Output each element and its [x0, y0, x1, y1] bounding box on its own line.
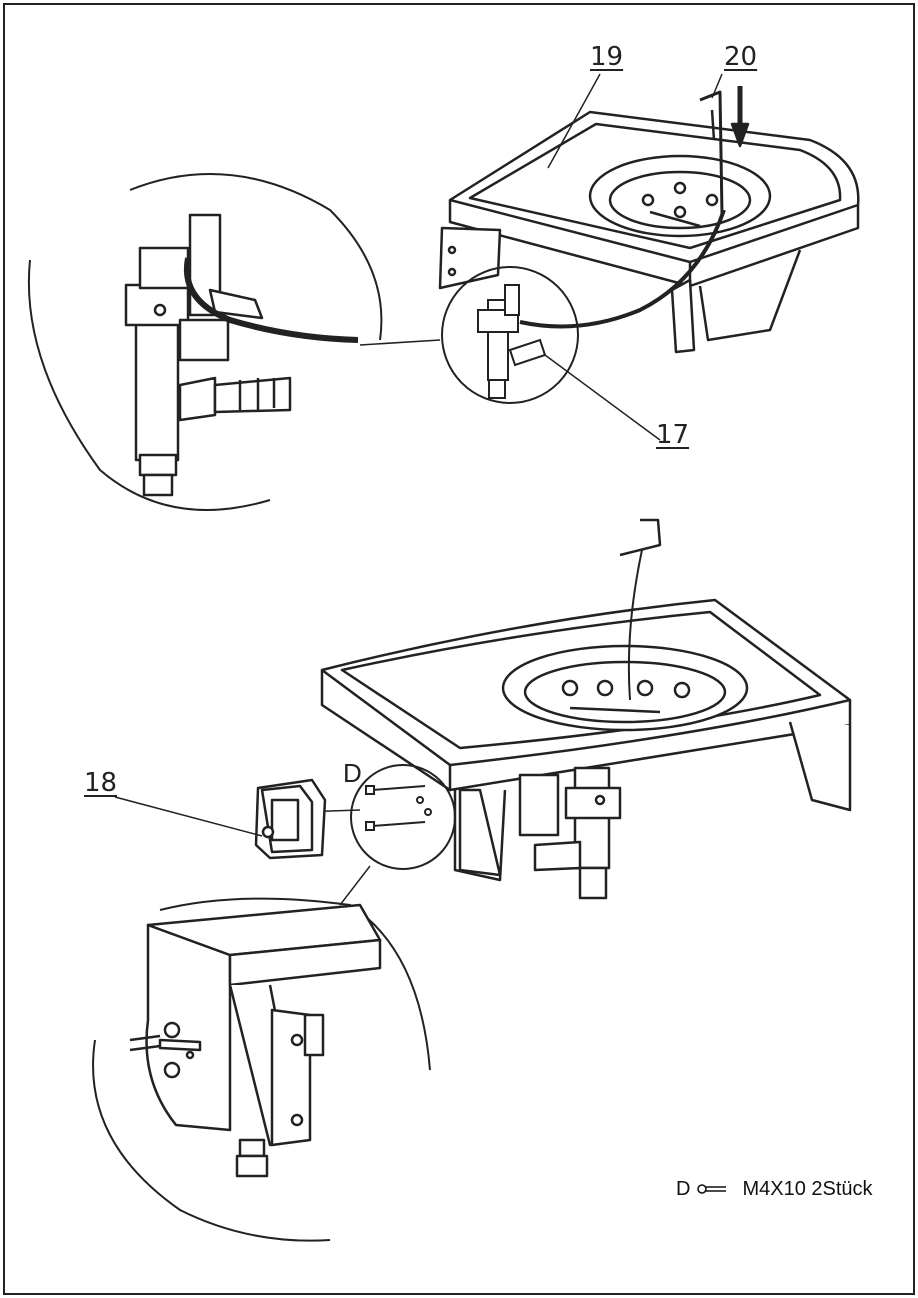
bottom-burner-tray [320, 518, 852, 900]
leader-lines [547, 73, 723, 169]
part-18-cover [114, 778, 327, 860]
callout-detail-d: D [343, 758, 362, 788]
top-burner-tray [438, 86, 860, 354]
top-valve-small [441, 266, 579, 404]
screw-icon [696, 1178, 728, 1201]
spec-letter: D [676, 1178, 691, 1200]
page-border [3, 3, 915, 1295]
detail-d-enlarged [92, 897, 431, 1242]
spec-text: M4X10 2Stück [742, 1178, 873, 1200]
top-valve-detail [27, 173, 661, 511]
screw-spec: D M4X10 2Stück [676, 1178, 873, 1201]
callout-20: 20 [724, 42, 758, 72]
callout-17: 17 [656, 420, 690, 450]
callout-18: 18 [84, 768, 118, 798]
callout-19: 19 [590, 42, 624, 72]
